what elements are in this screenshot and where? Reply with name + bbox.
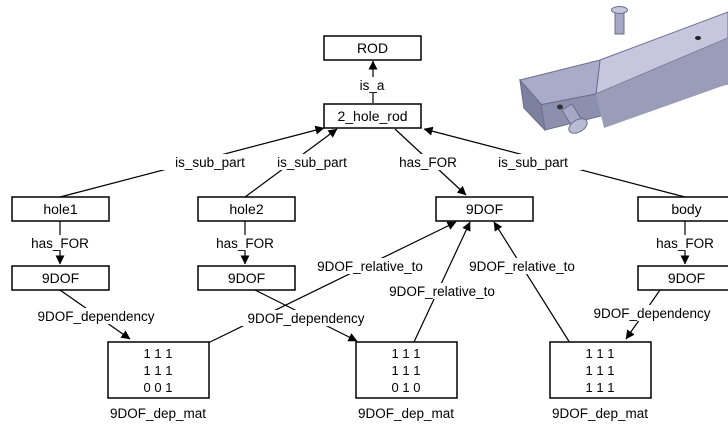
svg-text:body: body <box>671 201 701 217</box>
label-has-for-hole2: has_FOR <box>216 236 274 251</box>
svg-text:hole1: hole1 <box>43 201 77 217</box>
node-hole1-9dof: 9DOF <box>11 265 110 291</box>
label-dependency-1: 9DOF_dependency <box>37 309 154 324</box>
label-dependency-3: 9DOF_dependency <box>593 306 710 321</box>
node-hole2: hole2 <box>197 196 296 222</box>
svg-text:hole2: hole2 <box>229 201 263 217</box>
label-has-for-body: has_FOR <box>656 236 714 251</box>
dep-matrix-2: 1 1 1 1 1 1 0 1 0 9DOF_dep_mat <box>355 341 458 421</box>
label-has-for-center: has_FOR <box>399 155 457 170</box>
svg-text:9DOF: 9DOF <box>668 270 705 286</box>
svg-text:2_hole_rod: 2_hole_rod <box>337 108 407 124</box>
label-is-sub-part-3: is_sub_part <box>498 155 568 170</box>
matrix-row: 1 1 1 <box>144 363 173 378</box>
edge-relative-2 <box>413 221 471 343</box>
label-is-sub-part-1: is_sub_part <box>175 155 245 170</box>
rod-3d-illustration <box>519 6 728 134</box>
svg-text:ROD: ROD <box>357 40 388 56</box>
matrix-row: 1 1 1 <box>392 363 421 378</box>
label-relative-1: 9DOF_relative_to <box>317 259 423 274</box>
matrix-row: 1 1 1 <box>586 380 615 395</box>
node-center-9dof: 9DOF <box>435 196 534 222</box>
svg-text:9DOF: 9DOF <box>42 270 79 286</box>
edge-labels: is_a is_sub_part is_sub_part has_FOR is_… <box>26 77 720 326</box>
label-has-for-hole1: has_FOR <box>31 236 89 251</box>
label-relative-3: 9DOF_relative_to <box>469 259 575 274</box>
label-relative-2: 9DOF_relative_to <box>389 284 495 299</box>
matrix-row: 1 1 1 <box>144 346 173 361</box>
dep-matrix-1: 1 1 1 1 1 1 0 0 1 9DOF_dep_mat <box>107 341 210 421</box>
dep-matrix-3: 1 1 1 1 1 1 1 1 1 9DOF_dep_mat <box>549 341 652 421</box>
node-rod: ROD <box>323 35 422 61</box>
matrix-caption: 9DOF_dep_mat <box>552 406 648 421</box>
matrix-row: 1 1 1 <box>586 346 615 361</box>
edge-relative-3 <box>493 221 571 344</box>
matrix-row: 1 1 1 <box>392 346 421 361</box>
node-2-hole-rod: 2_hole_rod <box>323 103 422 129</box>
label-is-a: is_a <box>360 78 385 93</box>
node-hole2-9dof: 9DOF <box>197 265 296 291</box>
label-is-sub-part-2: is_sub_part <box>277 155 347 170</box>
nodes: ROD 2_hole_rod hole1 hole2 9DOF body 9DO… <box>11 35 728 291</box>
matrix-row: 0 1 0 <box>392 380 421 395</box>
dependency-matrices: 1 1 1 1 1 1 0 0 1 9DOF_dep_mat 1 1 1 1 1… <box>107 341 652 421</box>
matrix-caption: 9DOF_dep_mat <box>358 406 454 421</box>
node-body: body <box>637 196 728 222</box>
matrix-row: 1 1 1 <box>586 363 615 378</box>
matrix-caption: 9DOF_dep_mat <box>110 406 206 421</box>
svg-text:9DOF: 9DOF <box>466 201 503 217</box>
node-hole1: hole1 <box>11 196 110 222</box>
matrix-row: 0 0 1 <box>144 380 173 395</box>
label-dependency-2: 9DOF_dependency <box>247 311 364 326</box>
node-body-9dof: 9DOF <box>637 265 728 291</box>
svg-text:9DOF: 9DOF <box>228 270 265 286</box>
